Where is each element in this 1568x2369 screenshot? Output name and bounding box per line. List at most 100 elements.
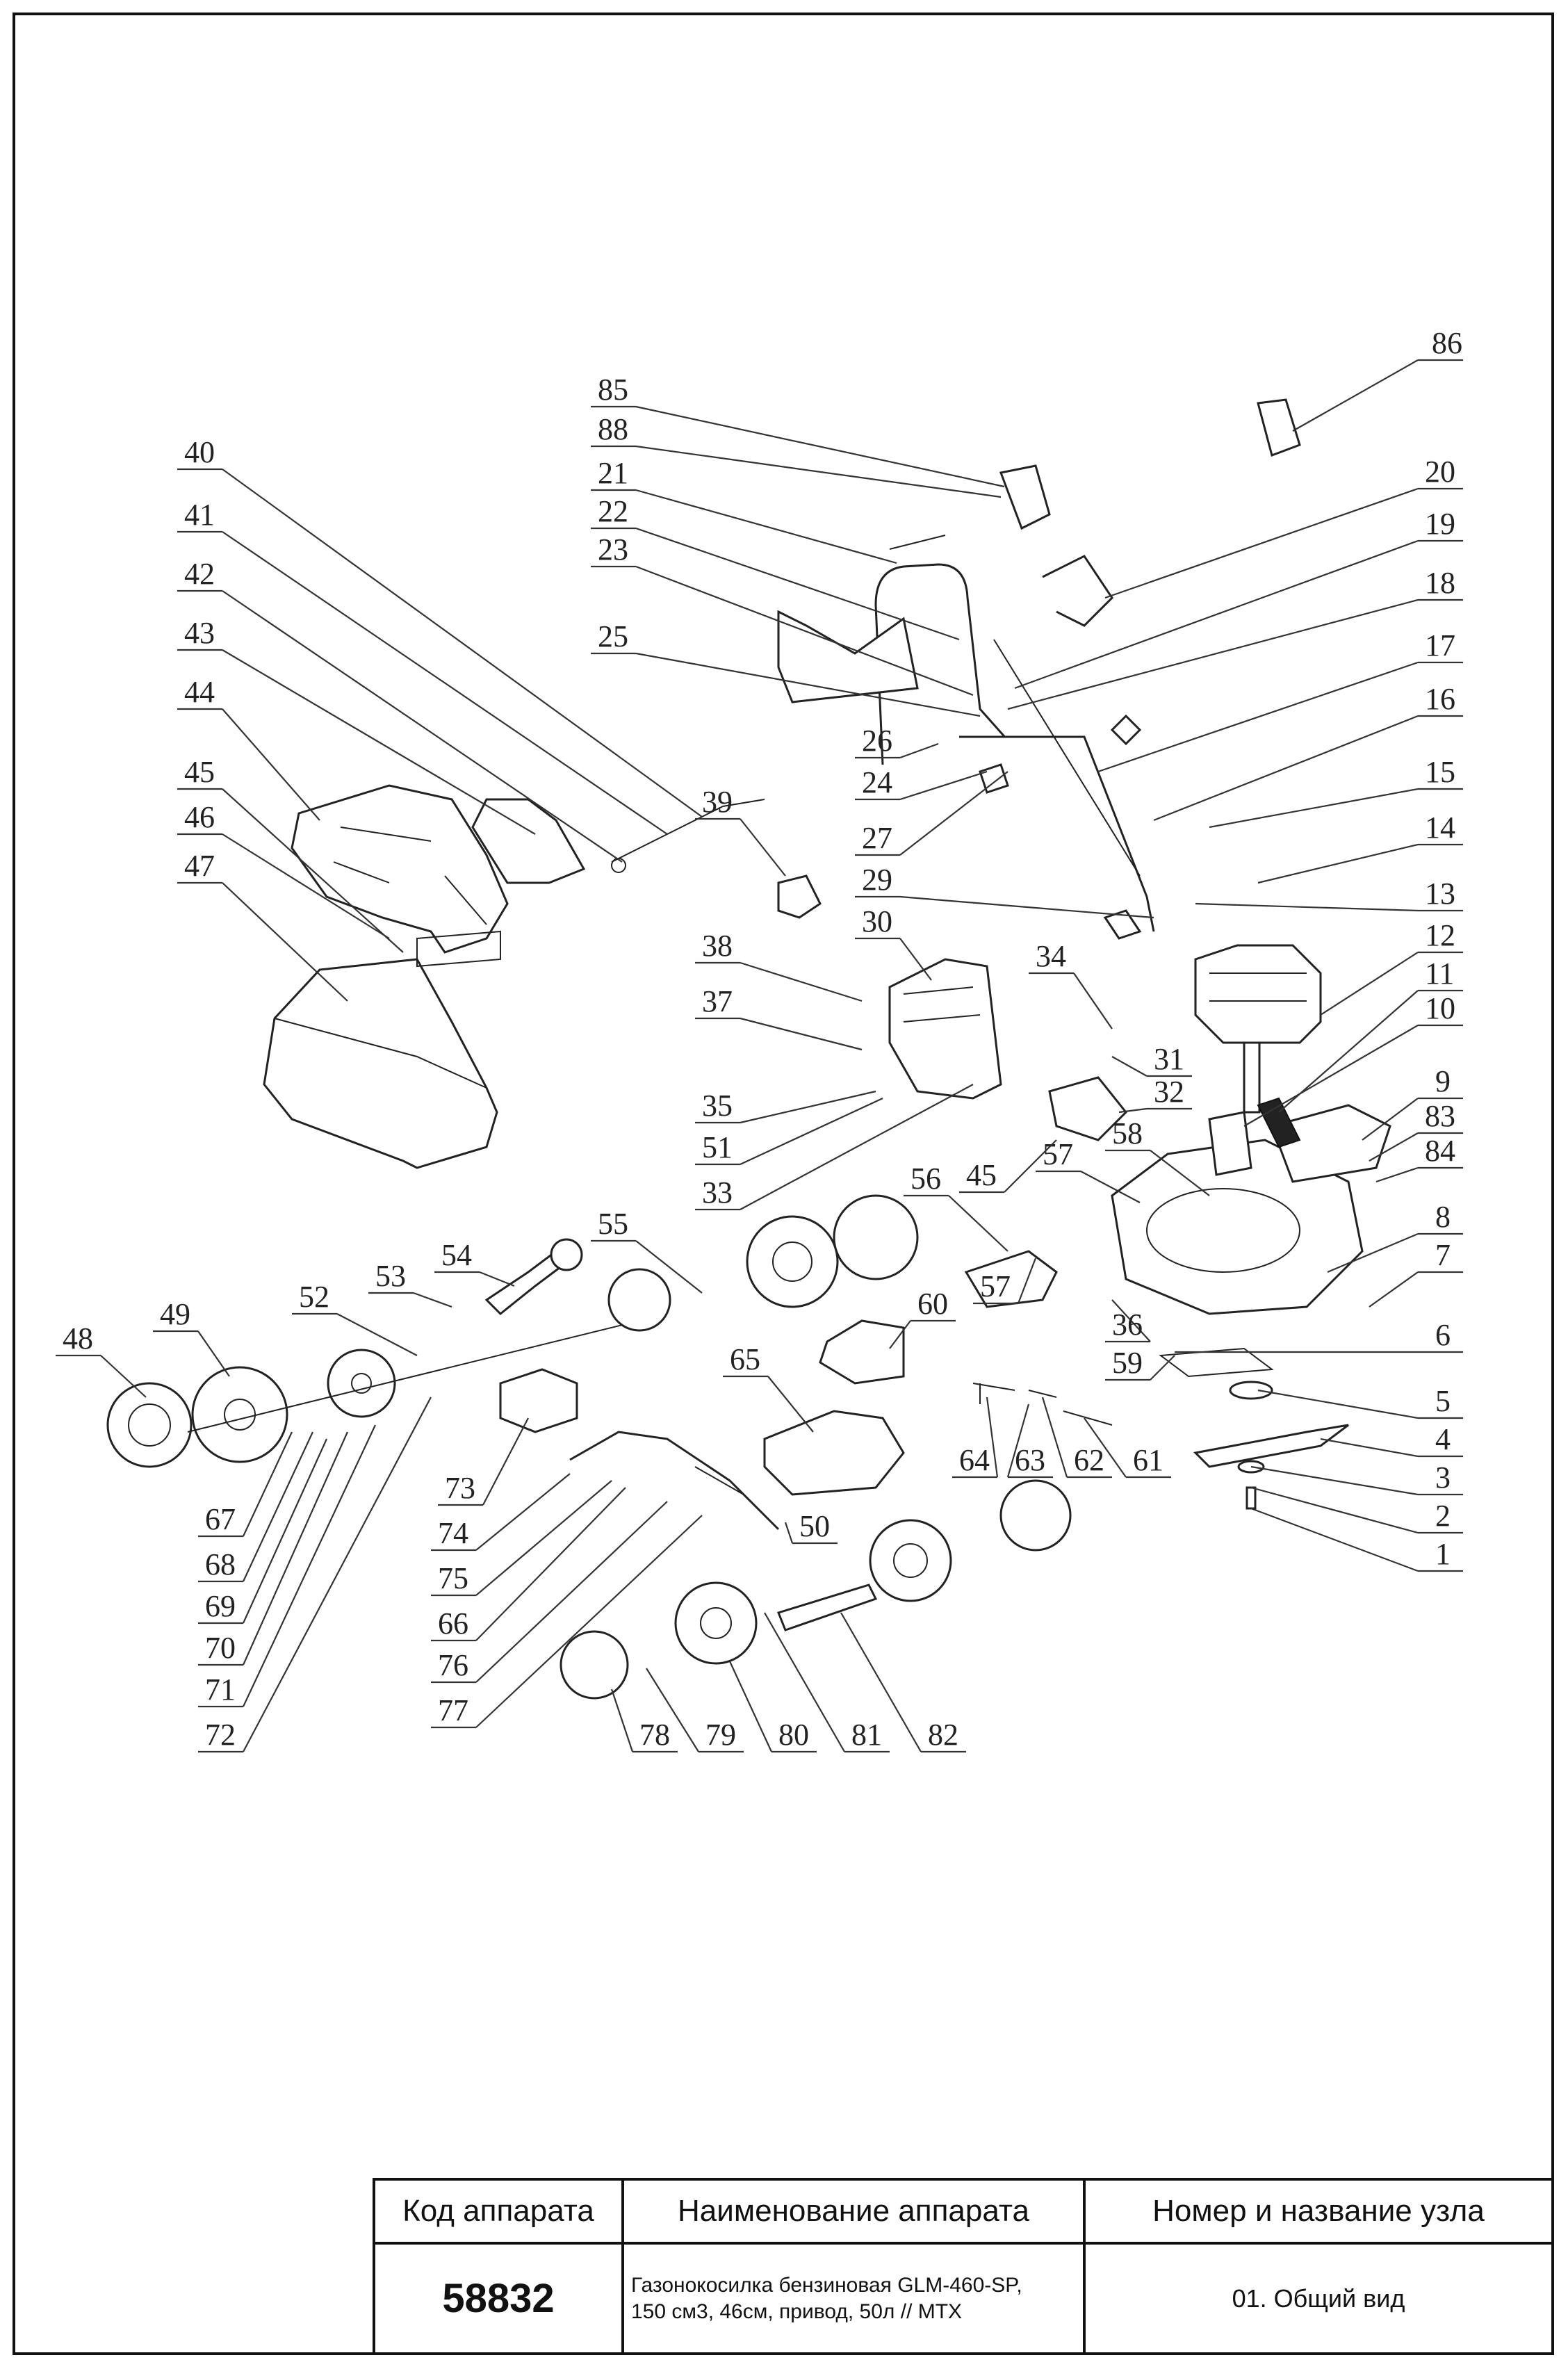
callout-number: 66	[438, 1606, 468, 1641]
callout-number: 1	[1435, 1537, 1451, 1571]
callout-74: 74	[431, 1473, 571, 1552]
callout-number: 6	[1435, 1318, 1451, 1352]
callout-leader-line	[1014, 539, 1419, 690]
col-node-header: Номер и название узла	[1083, 2178, 1554, 2245]
callout-30: 30	[855, 904, 932, 981]
callout-number: 65	[730, 1342, 760, 1376]
callout-number: 76	[438, 1648, 468, 1682]
callout-number: 55	[598, 1207, 628, 1241]
device-code: 58832	[373, 2242, 624, 2355]
callout-leader-line	[1073, 972, 1113, 1029]
col-code-header: Код аппарата	[373, 2178, 624, 2245]
callout-leader-line	[1250, 1486, 1419, 1534]
callout-65: 65	[723, 1342, 814, 1433]
callout-34: 34	[1029, 939, 1113, 1029]
callout-number: 67	[205, 1502, 236, 1536]
callout-leader-line	[1084, 1417, 1127, 1478]
callout-41: 41	[177, 498, 668, 835]
front-axle-77	[569, 1431, 780, 1531]
callout-number: 72	[205, 1718, 236, 1752]
title-block: Код аппарата Наименование аппарата Номер…	[373, 2178, 1554, 2355]
callout-number: 53	[375, 1259, 406, 1293]
callout-number: 57	[1043, 1137, 1073, 1171]
callout-number: 45	[966, 1158, 997, 1192]
callout-43: 43	[177, 616, 536, 835]
callout-leader-line	[740, 961, 863, 1002]
callout-57: 57	[1036, 1137, 1141, 1203]
callout-leader-line	[1257, 843, 1419, 884]
callout-29: 29	[855, 863, 1154, 919]
callout-leader-line	[1007, 599, 1419, 710]
callout-leader-line	[729, 1661, 772, 1752]
callout-4: 4	[1320, 1422, 1463, 1458]
callout-45: 45	[177, 755, 404, 953]
callout-number: 36	[1112, 1308, 1143, 1342]
callout-66: 66	[431, 1487, 626, 1642]
callout-14: 14	[1257, 811, 1463, 884]
callout-number: 13	[1425, 877, 1455, 911]
callout-number: 23	[598, 532, 628, 567]
callout-leader-line	[222, 531, 668, 835]
callout-number: 12	[1425, 918, 1455, 952]
callout-51: 51	[695, 1098, 883, 1166]
callout-56: 56	[904, 1162, 1008, 1252]
callout-number: 80	[778, 1718, 809, 1752]
grass-bag	[263, 958, 498, 1169]
callout-leader-line	[1250, 1507, 1419, 1572]
callout-83: 83	[1369, 1099, 1463, 1162]
callout-leader-line	[336, 1313, 418, 1356]
callout-leader-line	[948, 1195, 1008, 1252]
callout-80: 80	[729, 1661, 817, 1753]
callout-leader-line	[1097, 661, 1419, 773]
callout-leader-line	[222, 882, 348, 1002]
drive-bail	[1042, 555, 1113, 627]
callout-67: 67	[198, 1431, 293, 1538]
callout-62: 62	[1041, 1397, 1112, 1479]
callout-number: 17	[1425, 628, 1455, 662]
hubcap-48	[106, 1382, 193, 1468]
cable-clip-85	[999, 464, 1051, 530]
callout-leader-line	[740, 818, 786, 877]
rear-cover	[291, 784, 509, 954]
callout-leader-line	[889, 1320, 911, 1349]
callout-number: 58	[1112, 1116, 1143, 1150]
callout-leader-line	[635, 445, 1002, 498]
callout-2: 2	[1250, 1486, 1463, 1534]
callout-69: 69	[198, 1438, 328, 1625]
callout-leader-line	[1278, 990, 1419, 1113]
callout-number: 62	[1074, 1443, 1104, 1477]
engine	[1194, 944, 1322, 1044]
callout-leader-line	[243, 1424, 376, 1707]
deck-side-flap	[1271, 1104, 1391, 1183]
callout-leader-line	[1320, 1438, 1419, 1458]
callout-number: 64	[959, 1443, 990, 1477]
parts-artwork	[106, 398, 1391, 1700]
callout-leader-line	[242, 1438, 328, 1624]
callout-44: 44	[177, 675, 320, 821]
callout-number: 16	[1425, 682, 1455, 716]
callout-number: 2	[1435, 1499, 1451, 1533]
callout-26: 26	[855, 724, 939, 759]
callout-leader-line	[740, 1084, 974, 1210]
callout-leader-line	[243, 1431, 313, 1582]
callout-79: 79	[646, 1668, 744, 1753]
callout-leader-line	[899, 771, 1008, 856]
col-name-header: Наименование аппарата	[621, 2178, 1086, 2245]
callout-leader-line	[767, 1376, 814, 1433]
callout-64: 64	[952, 1397, 999, 1479]
front-hubcap-78	[560, 1630, 629, 1700]
callout-number: 60	[917, 1287, 948, 1321]
callout-number: 56	[910, 1162, 941, 1196]
callout-number: 8	[1435, 1200, 1451, 1234]
callout-number: 25	[598, 619, 628, 653]
rear-wheel-49	[191, 1366, 288, 1463]
callout-number: 74	[438, 1516, 468, 1550]
callout-71: 71	[198, 1424, 376, 1708]
callout-number: 26	[862, 724, 892, 758]
callout-number: 49	[160, 1297, 190, 1331]
callout-leader-line	[475, 1501, 668, 1683]
callout-number: 3	[1435, 1460, 1451, 1495]
callout-leader-line	[635, 652, 981, 717]
callout-number: 11	[1425, 956, 1454, 991]
callout-number: 14	[1425, 811, 1455, 845]
